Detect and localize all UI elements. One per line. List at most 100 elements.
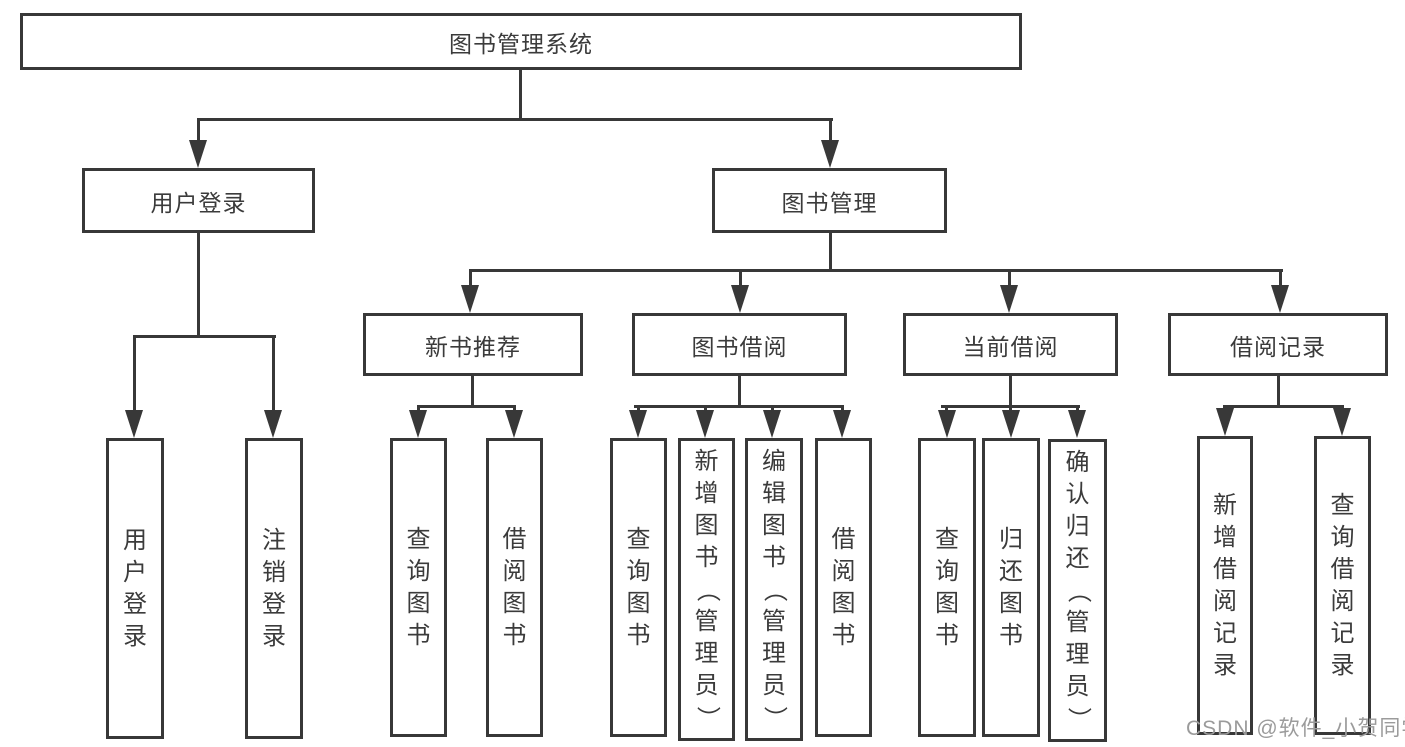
leaf-label-char: 新 xyxy=(694,447,719,475)
leaf-label-char: 图 xyxy=(762,511,786,539)
leaf-user-login: 用户登录 xyxy=(106,438,164,739)
leaf-label-char: ） xyxy=(693,705,721,730)
leaf-label-char: 图 xyxy=(406,589,431,617)
arrow-down-icon xyxy=(731,285,749,313)
leaf-label-char: 记 xyxy=(1330,619,1355,647)
leaf-label-char: 归 xyxy=(999,525,1023,553)
user-login-module-label: 用户登录 xyxy=(150,189,247,216)
book-management-module-node: 图书管理 xyxy=(712,168,947,233)
arrow-down-icon xyxy=(125,410,143,438)
connector-br-vertical xyxy=(1277,376,1280,407)
arrow-down-icon xyxy=(821,140,839,168)
current-borrow-label: 当前借阅 xyxy=(962,333,1059,360)
arrow-down-icon xyxy=(1216,408,1234,436)
leaf-label-char: 理 xyxy=(762,639,786,667)
arrow-down-icon xyxy=(833,410,851,438)
leaf-cb-return-books: 归还图书 xyxy=(982,438,1040,737)
arrow-down-icon xyxy=(629,410,647,438)
leaf-bb-query-books: 查询图书 xyxy=(610,438,667,737)
borrow-record-label: 借阅记录 xyxy=(1230,333,1326,360)
leaf-label-char: 阅 xyxy=(502,557,527,585)
connector-stem xyxy=(739,269,742,288)
leaf-label-char: 辑 xyxy=(762,479,786,507)
arrow-down-icon xyxy=(505,410,523,438)
arrow-down-icon xyxy=(763,410,781,438)
leaf-label-char: 管 xyxy=(694,607,719,635)
connector-user-login-vertical xyxy=(197,233,200,337)
arrow-down-icon xyxy=(1333,408,1351,436)
leaf-label-char: 新 xyxy=(1213,491,1237,519)
leaf-label-char: 书 xyxy=(999,621,1023,649)
connector-stem xyxy=(1341,405,1344,410)
connector-book-mgmt-horizontal xyxy=(469,269,1283,272)
borrow-record-node: 借阅记录 xyxy=(1168,313,1388,376)
leaf-label-char: 书 xyxy=(502,621,527,649)
leaf-label-char: 书 xyxy=(935,621,959,649)
leaf-label-char: 图 xyxy=(831,589,856,617)
leaf-label-char: 登 xyxy=(262,590,286,618)
leaf-label-char: 阅 xyxy=(1330,587,1355,615)
arrow-down-icon xyxy=(938,410,956,438)
connector-stem xyxy=(945,405,948,412)
leaf-label-char: 登 xyxy=(123,590,147,618)
leaf-bb-add-books-admin: 新增图书（管理员） xyxy=(678,438,735,741)
connector-stem xyxy=(841,405,844,412)
connector-stem xyxy=(1009,405,1012,412)
connector-stem xyxy=(1223,405,1226,410)
leaf-bb-borrow-books: 借阅图书 xyxy=(815,438,872,737)
leaf-label-char: 还 xyxy=(999,557,1023,585)
leaf-label-char: 注 xyxy=(262,526,286,554)
connector-bb-vertical xyxy=(738,376,741,407)
leaf-label-char: 录 xyxy=(123,622,147,650)
connector-stem xyxy=(197,118,200,143)
leaf-label-char: 认 xyxy=(1065,480,1090,508)
leaf-label-char: 询 xyxy=(406,557,431,585)
leaf-label-char: 理 xyxy=(1065,640,1090,668)
leaf-label-char: 图 xyxy=(502,589,527,617)
leaf-label-char: 图 xyxy=(626,589,651,617)
connector-stem xyxy=(1008,269,1011,288)
leaf-logout: 注销登录 xyxy=(245,438,303,739)
arrow-down-icon xyxy=(264,410,282,438)
leaf-label-char: 查 xyxy=(1330,491,1355,519)
connector-stem xyxy=(272,335,275,413)
connector-root-vertical xyxy=(519,70,522,120)
connector-book-mgmt-vertical xyxy=(829,233,832,271)
csdn-watermark: CSDN @软件_小贺同学 xyxy=(1186,717,1405,740)
leaf-label-char: 借 xyxy=(1330,555,1355,583)
leaf-label-char: 记 xyxy=(1213,619,1237,647)
leaf-label-char: 阅 xyxy=(831,557,856,585)
leaf-label-char: 录 xyxy=(1330,651,1355,679)
leaf-label-char: 增 xyxy=(1213,523,1237,551)
connector-stem xyxy=(1076,405,1079,412)
leaf-label-char: 询 xyxy=(935,557,959,585)
arrow-down-icon xyxy=(189,140,207,168)
leaf-cb-confirm-return-admin: 确认归还（管理员） xyxy=(1048,439,1107,742)
leaf-label-char: 借 xyxy=(1213,555,1237,583)
leaf-label-char: 理 xyxy=(694,639,719,667)
leaf-label-char: ） xyxy=(761,705,788,730)
connector-stem xyxy=(133,335,136,413)
leaf-label-char: 阅 xyxy=(1213,587,1237,615)
connector-bb-horizontal xyxy=(634,405,844,408)
root-node-label: 图书管理系统 xyxy=(449,30,593,57)
leaf-label-char: 销 xyxy=(262,558,286,586)
root-node: 图书管理系统 xyxy=(20,13,1022,70)
user-login-module-node: 用户登录 xyxy=(82,168,315,233)
connector-stem xyxy=(513,405,516,412)
arrow-down-icon xyxy=(1271,285,1289,313)
leaf-label-char: 图 xyxy=(694,511,719,539)
leaf-label-char: 询 xyxy=(626,557,651,585)
arrow-down-icon xyxy=(409,410,427,438)
new-book-recommend-node: 新书推荐 xyxy=(363,313,583,376)
connector-stem xyxy=(704,405,707,412)
leaf-label-char: 管 xyxy=(1065,608,1090,636)
connector-nr-horizontal xyxy=(417,405,516,408)
connector-br-horizontal xyxy=(1223,405,1344,408)
connector-stem xyxy=(637,405,640,412)
new-book-recommend-label: 新书推荐 xyxy=(425,333,521,360)
leaf-label-char: 录 xyxy=(262,622,286,650)
leaf-nr-borrow-books: 借阅图书 xyxy=(486,438,543,737)
leaf-label-char: 户 xyxy=(123,558,147,586)
